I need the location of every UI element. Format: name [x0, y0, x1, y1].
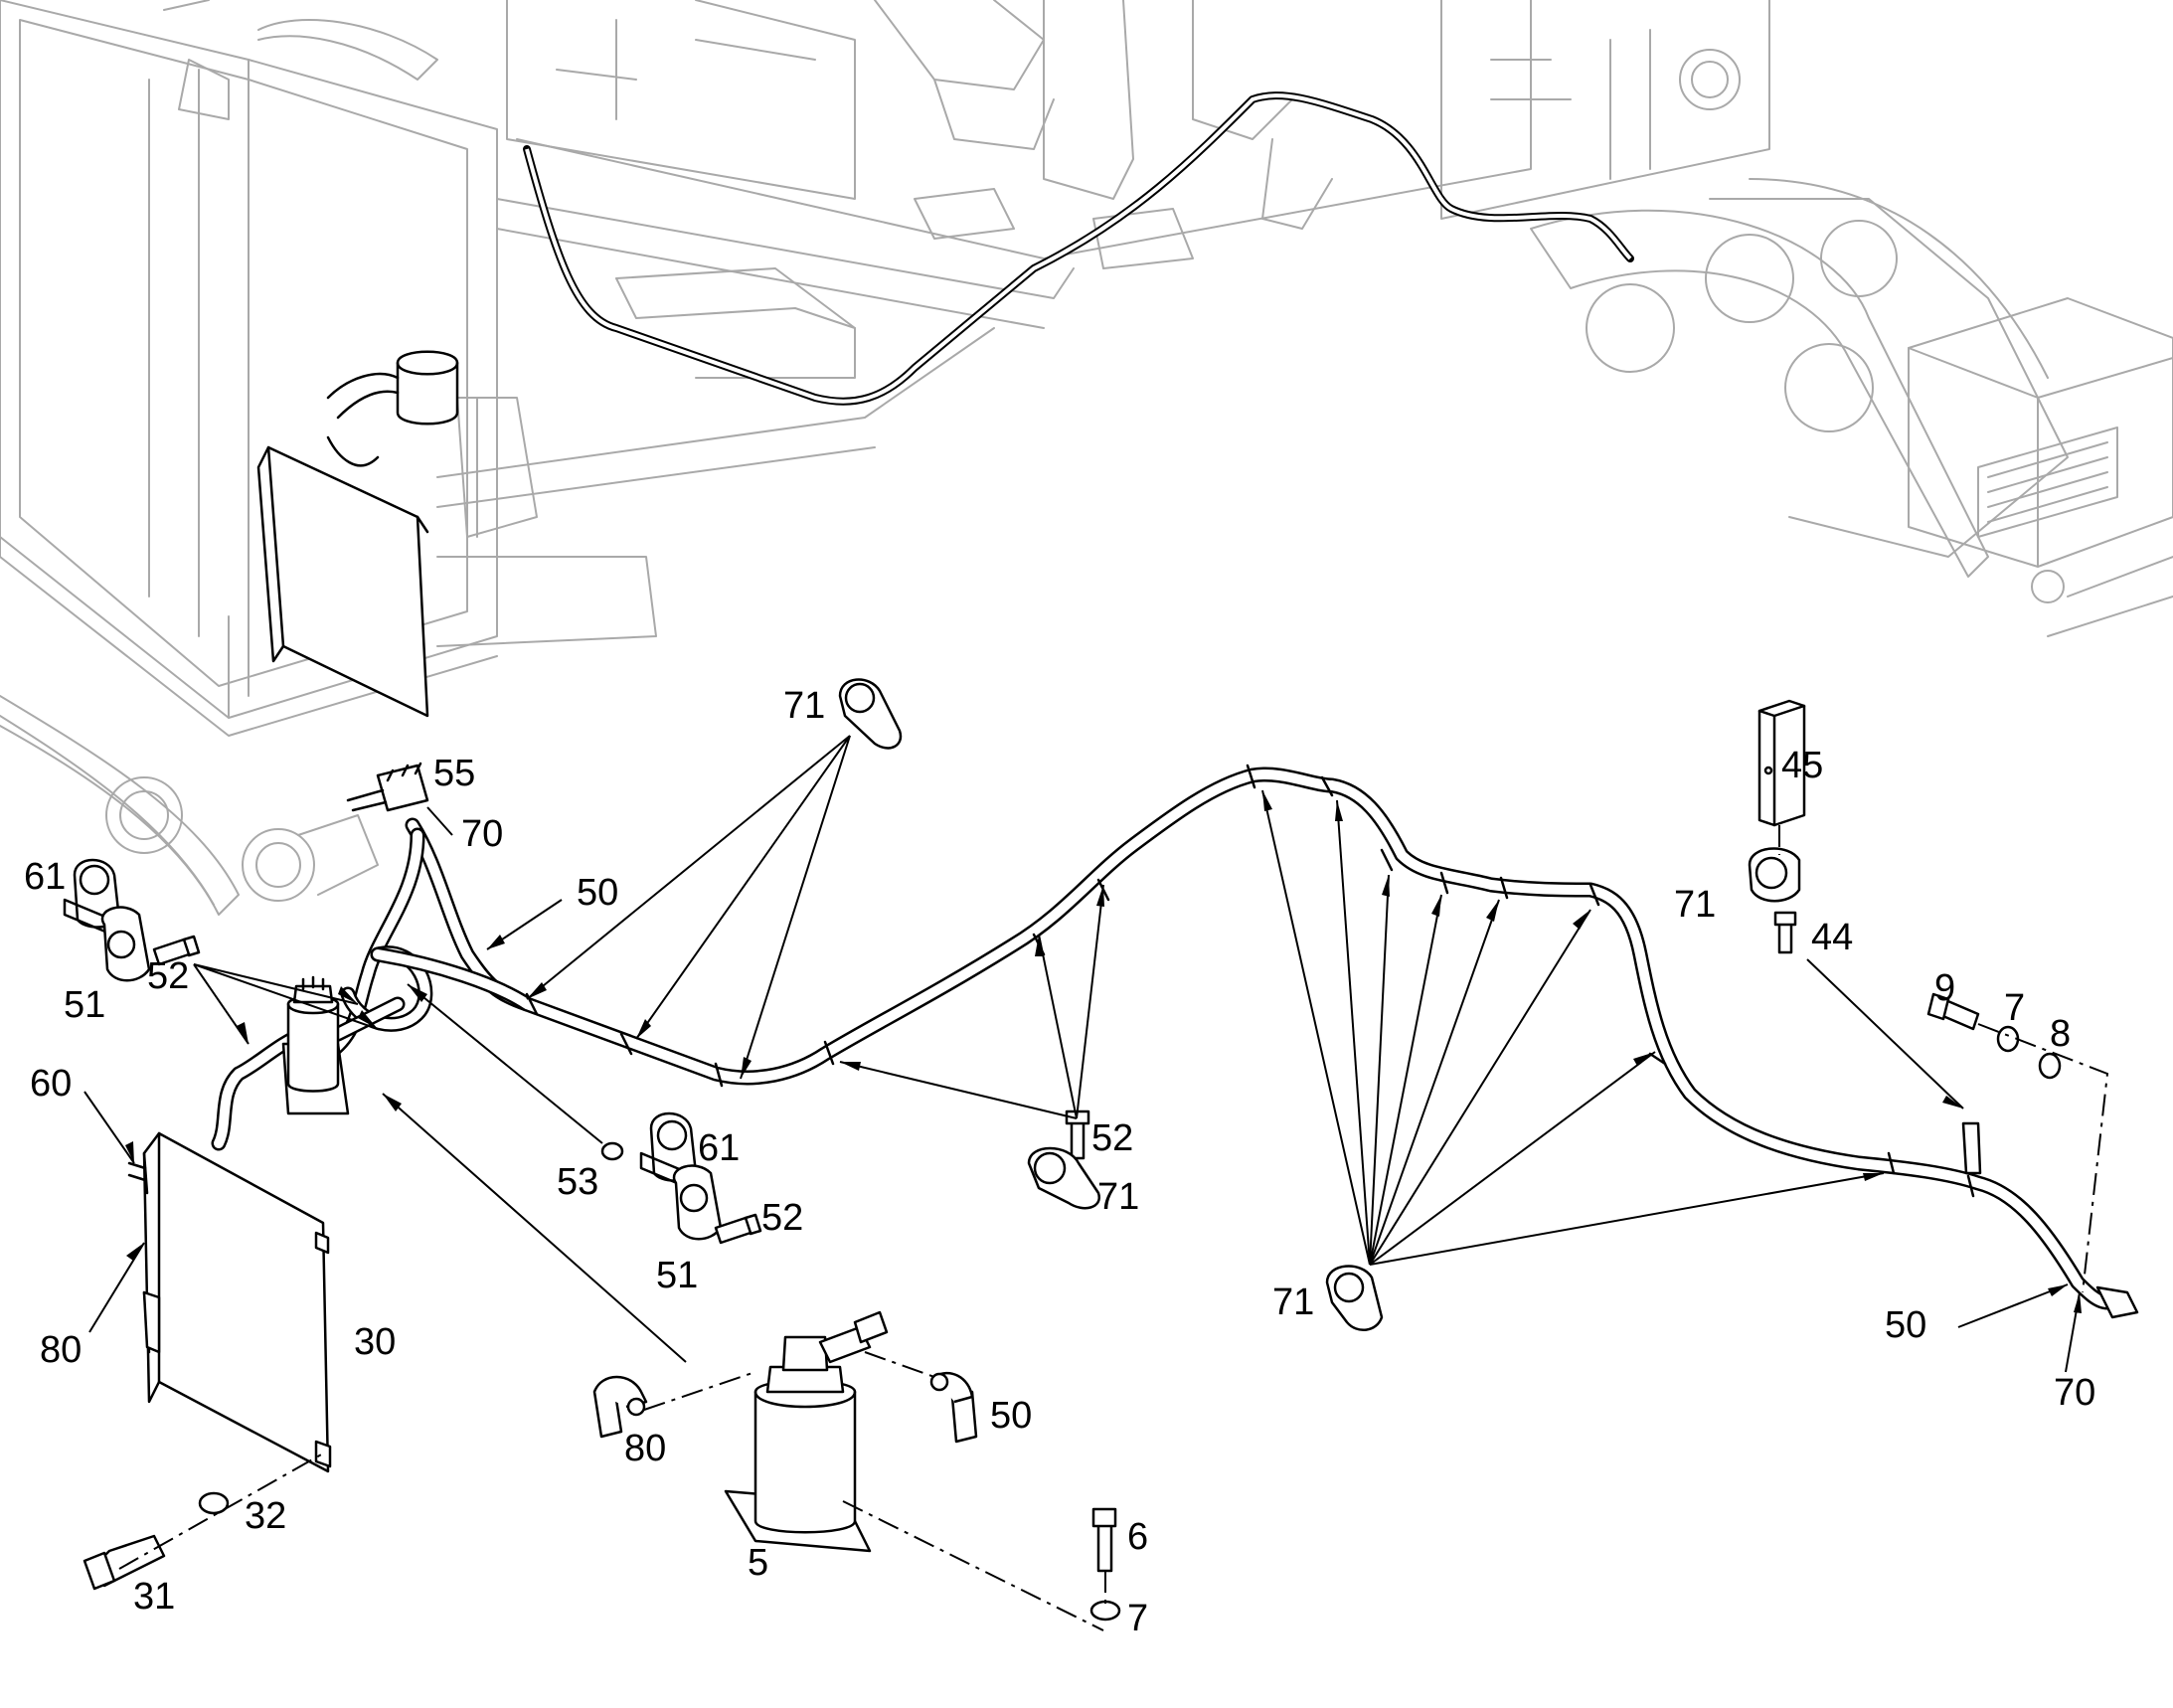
- callout-45: 45: [1781, 745, 1823, 786]
- callout-51b: 51: [656, 1255, 698, 1296]
- callout-55: 55: [433, 753, 475, 794]
- washer-53: [600, 1141, 624, 1161]
- fitting-50: [929, 1371, 978, 1444]
- condenser-30: [127, 1131, 332, 1473]
- callout-60: 60: [30, 1063, 72, 1105]
- part-callouts: 55 70 71 50 61 51 52 60 80 30 53 61 52 5…: [24, 685, 2095, 1639]
- fitting-80: [592, 1375, 648, 1439]
- callout-31: 31: [133, 1576, 175, 1618]
- callout-50c: 50: [990, 1395, 1032, 1437]
- clamp-51-mid: [672, 1164, 723, 1241]
- callout-52a: 52: [147, 955, 189, 997]
- bolt-9: [1926, 992, 1980, 1031]
- block-45: [1757, 699, 1806, 827]
- callout-71a: 71: [783, 685, 825, 727]
- callout-7a: 7: [2004, 987, 2025, 1029]
- leader-lines: [84, 735, 2081, 1373]
- washer-8: [2038, 1052, 2062, 1080]
- callout-71d: 71: [1272, 1281, 1314, 1323]
- bolt-52-center: [1065, 1110, 1090, 1160]
- callout-70b: 70: [2054, 1372, 2095, 1414]
- callout-71c: 71: [1674, 884, 1716, 926]
- callout-6: 6: [1127, 1516, 1148, 1558]
- callout-61b: 61: [698, 1127, 740, 1169]
- callout-80a: 80: [40, 1329, 82, 1371]
- clamp-71-center: [1027, 1146, 1100, 1210]
- background-machine-frame: [0, 0, 2173, 916]
- receiver-drier-assembled: [281, 975, 350, 1115]
- washer-7-bottom: [1089, 1600, 1121, 1622]
- main-ac-hose-assembly: [211, 762, 2139, 1319]
- bolt-44: [1773, 911, 1797, 954]
- clamp-51-left: [100, 906, 151, 982]
- clamp-71-right: [1748, 847, 1801, 903]
- callout-52c: 52: [1091, 1117, 1133, 1159]
- callout-8: 8: [2050, 1013, 2071, 1055]
- callout-9: 9: [1934, 967, 1955, 1009]
- callout-80b: 80: [624, 1428, 666, 1469]
- bolt-52-mid: [714, 1213, 762, 1245]
- callout-50b: 50: [1885, 1304, 1926, 1346]
- callout-70a: 70: [461, 813, 503, 855]
- receiver-drier-5: [724, 1310, 889, 1553]
- bolt-52-left: [152, 935, 201, 966]
- leader-arrowheads: [125, 790, 2082, 1313]
- callout-44: 44: [1811, 917, 1853, 958]
- washer-7-right: [1996, 1025, 2020, 1053]
- assembly-centerlines: [118, 825, 2109, 1631]
- callout-71b: 71: [1097, 1176, 1139, 1218]
- callout-50a: 50: [577, 872, 618, 914]
- callout-5: 5: [748, 1542, 768, 1584]
- callout-52b: 52: [761, 1197, 803, 1239]
- bolt-6: [1091, 1507, 1117, 1573]
- callout-30: 30: [354, 1321, 396, 1363]
- washer-32: [198, 1491, 230, 1515]
- bolt-31: [83, 1534, 166, 1591]
- callout-53: 53: [557, 1161, 598, 1203]
- callout-7b: 7: [1127, 1598, 1148, 1639]
- callout-51a: 51: [64, 984, 105, 1026]
- callout-61a: 61: [24, 856, 66, 898]
- clamp-71-top: [838, 678, 903, 750]
- clamp-71-bottom: [1325, 1265, 1384, 1331]
- callout-32: 32: [245, 1495, 286, 1537]
